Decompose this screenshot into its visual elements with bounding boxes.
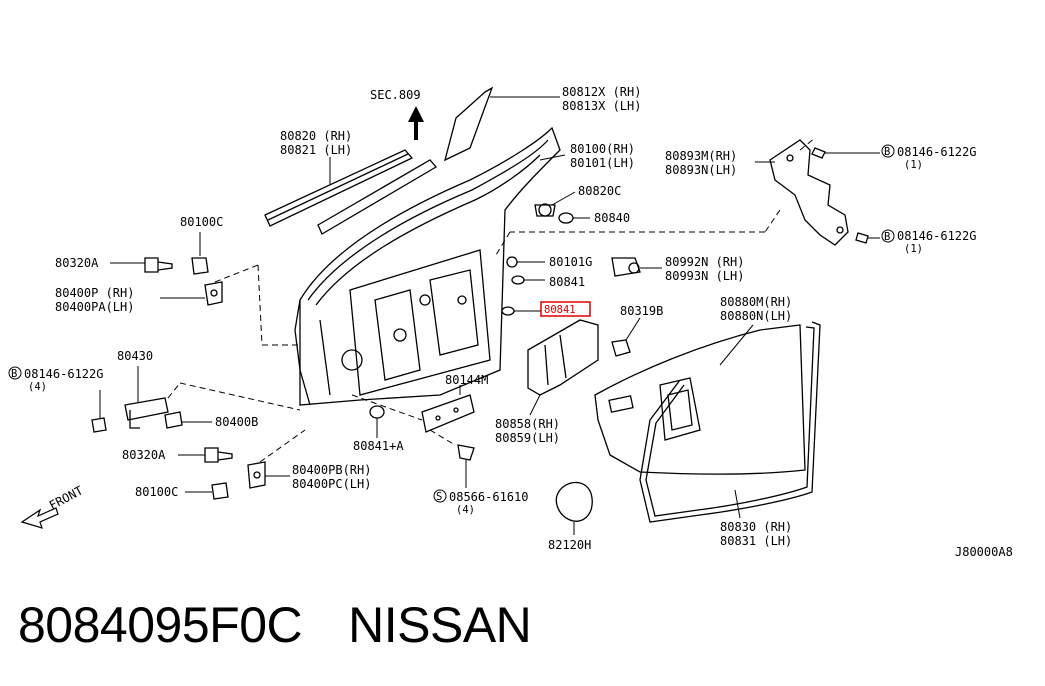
clip-80100C-top: [191, 257, 209, 275]
screw-icon: [457, 444, 475, 461]
svg-text:80400PB(RH): 80400PB(RH): [292, 463, 371, 477]
svg-text:08566-61610: 08566-61610: [449, 490, 528, 504]
label-80858: 80858(RH) 80859(LH): [495, 417, 560, 445]
label-80320A-bottom: 80320A: [122, 448, 166, 462]
weatherstrip-80820: [264, 149, 437, 235]
svg-text:S: S: [436, 491, 442, 503]
label-80841A: 80841+A: [353, 439, 404, 453]
svg-text:80400PC(LH): 80400PC(LH): [292, 477, 371, 491]
bolt-80320A-top: [144, 257, 173, 273]
svg-text:B: B: [884, 146, 890, 158]
bolt-icon-left: [91, 417, 107, 433]
clip-80820C: [534, 203, 556, 217]
seal-82120H: [555, 481, 593, 522]
svg-text:08146-6122G: 08146-6122G: [897, 145, 976, 159]
svg-text:80993N (LH): 80993N (LH): [665, 269, 744, 283]
svg-text:80813X (LH): 80813X (LH): [562, 99, 641, 113]
label-80893: 80893M(RH) 80893N(LH): [665, 149, 737, 177]
svg-text:80893M(RH): 80893M(RH): [665, 149, 737, 163]
footer-caption: 8084095F0C NISSAN: [18, 596, 532, 654]
label-80841: 80841: [549, 275, 585, 289]
svg-text:80841: 80841: [544, 304, 576, 316]
label-80400P: 80400P (RH) 80400PA(LH): [55, 286, 134, 314]
clip-80101G: [506, 256, 518, 268]
label-80101G: 80101G: [549, 255, 592, 269]
svg-text:80858(RH): 80858(RH): [495, 417, 560, 431]
svg-text:80992N (RH): 80992N (RH): [665, 255, 744, 269]
svg-text:80859(LH): 80859(LH): [495, 431, 560, 445]
svg-text:(1): (1): [904, 159, 923, 171]
section-arrow-icon: [408, 106, 424, 140]
label-82120H: 82120H: [548, 538, 591, 552]
svg-text:80820 (RH): 80820 (RH): [280, 129, 352, 143]
svg-text:80830 (RH): 80830 (RH): [720, 520, 792, 534]
glass-run-trim-80812: [444, 86, 494, 162]
svg-text:80400P (RH): 80400P (RH): [55, 286, 134, 300]
label-80430: 80430: [117, 349, 153, 363]
stopper-80992: [611, 257, 641, 277]
svg-text:80100(RH): 80100(RH): [570, 142, 635, 156]
bracket-80893: [769, 139, 849, 246]
svg-text:80400PA(LH): 80400PA(LH): [55, 300, 134, 314]
diagram-code: J80000A8: [955, 545, 1013, 559]
brand-name: NISSAN: [348, 597, 532, 653]
weatherstrip-80830: [639, 321, 821, 523]
label-80319B: 80319B: [620, 304, 663, 318]
bracket-80144M: [421, 394, 475, 433]
svg-text:80101(LH): 80101(LH): [570, 156, 635, 170]
bolt-icon-mid: [855, 232, 869, 244]
label-80880: 80880M(RH) 80880N(LH): [720, 295, 792, 323]
label-80400B: 80400B: [215, 415, 258, 429]
door-assembly-80100: [294, 126, 561, 406]
section-ref-label: SEC.809: [370, 88, 421, 102]
label-80992: 80992N (RH) 80993N (LH): [665, 255, 744, 283]
label-80820: 80820 (RH) 80821 (LH): [280, 129, 352, 157]
label-80320A-top: 80320A: [55, 256, 99, 270]
label-80100C-bottom: 80100C: [135, 485, 178, 499]
label-80830: 80830 (RH) 80831 (LH): [720, 520, 792, 548]
svg-text:B: B: [11, 368, 17, 380]
svg-text:80880N(LH): 80880N(LH): [720, 309, 792, 323]
svg-text:(4): (4): [28, 381, 47, 393]
label-bolt-top: B 08146-6122G (1): [881, 144, 976, 171]
svg-text:08146-6122G: 08146-6122G: [897, 229, 976, 243]
actuator-80858: [527, 319, 599, 396]
grommet-80841: [511, 275, 525, 285]
label-bolt-left: B 08146-6122G (4): [8, 366, 103, 393]
clip-80319B: [611, 339, 631, 357]
svg-text:80821 (LH): 80821 (LH): [280, 143, 352, 157]
front-arrow-icon: [20, 507, 59, 529]
label-80400PB: 80400PB(RH) 80400PC(LH): [292, 463, 371, 491]
label-80144M: 80144M: [445, 373, 488, 387]
door-parts-diagram: SEC.809 80812X (RH) 80813X (LH) 80820 (R…: [8, 85, 1013, 559]
label-80812: 80812X (RH) 80813X (LH): [562, 85, 641, 113]
part-number: 8084095F0C: [18, 597, 303, 653]
hinge-80400P: [204, 281, 223, 306]
label-80100: 80100(RH) 80101(LH): [570, 142, 635, 170]
svg-text:(1): (1): [904, 243, 923, 255]
svg-text:80831 (LH): 80831 (LH): [720, 534, 792, 548]
clip-80100C-bottom: [211, 482, 229, 500]
label-80100C-top: 80100C: [180, 215, 223, 229]
front-label: FRONT: [47, 483, 85, 512]
svg-text:(4): (4): [456, 504, 475, 516]
svg-text:80893N(LH): 80893N(LH): [665, 163, 737, 177]
bolt-icon-top: [811, 147, 826, 159]
grommet-80840: [558, 212, 574, 224]
svg-text:08146-6122G: 08146-6122G: [24, 367, 103, 381]
label-screw: S 08566-61610 (4): [433, 489, 528, 516]
grommet-80841A: [369, 405, 385, 419]
label-80840: 80840: [594, 211, 630, 225]
svg-text:80880M(RH): 80880M(RH): [720, 295, 792, 309]
pin-80400B: [164, 411, 183, 429]
bolt-80320A-bottom: [204, 447, 233, 463]
check-link-80430: [124, 397, 169, 429]
svg-text:B: B: [884, 231, 890, 243]
hinge-80400PB: [247, 461, 266, 489]
label-80820C: 80820C: [578, 184, 621, 198]
highlighted-part-label[interactable]: 80841: [540, 301, 591, 317]
svg-text:80812X (RH): 80812X (RH): [562, 85, 641, 99]
grommet-80841-highlighted: [501, 306, 515, 316]
label-bolt-mid: B 08146-6122G (1): [881, 229, 976, 255]
